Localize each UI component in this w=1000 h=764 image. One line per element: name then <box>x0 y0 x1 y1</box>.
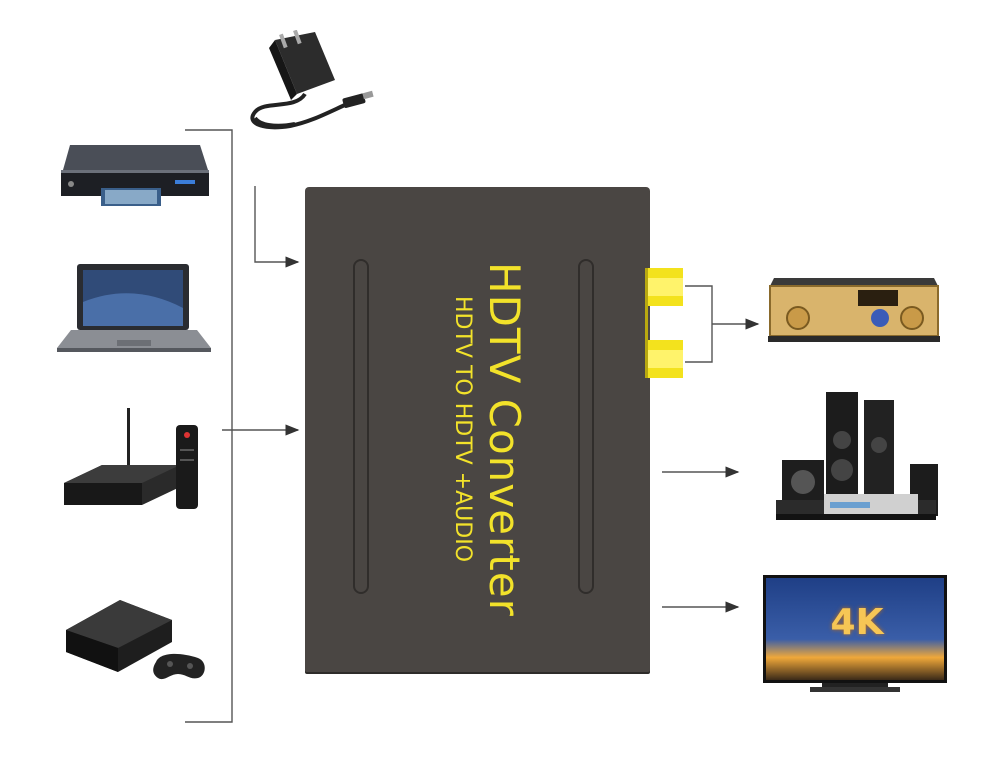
right-slot <box>578 259 594 594</box>
blu-ray-player-icon <box>61 145 209 206</box>
converter-box <box>305 187 650 672</box>
laptop-icon <box>57 264 211 352</box>
speaker-system-icon <box>776 392 938 520</box>
amplifier-icon <box>768 278 940 342</box>
rca-jacks-icon <box>645 268 683 378</box>
tv-box-icon <box>64 408 198 509</box>
tv-4k-icon <box>763 575 947 692</box>
left-slot <box>353 259 369 594</box>
device-subtitle: HDTV TO HDTV +AUDIO <box>450 296 475 563</box>
input-bracket-line <box>185 129 233 723</box>
power-adapter-icon <box>250 30 374 130</box>
game-console-icon <box>66 600 205 680</box>
device-title: HDTV Converter <box>480 262 529 617</box>
power-arrow <box>254 186 300 268</box>
tv-screen-text: 4K <box>830 602 884 643</box>
